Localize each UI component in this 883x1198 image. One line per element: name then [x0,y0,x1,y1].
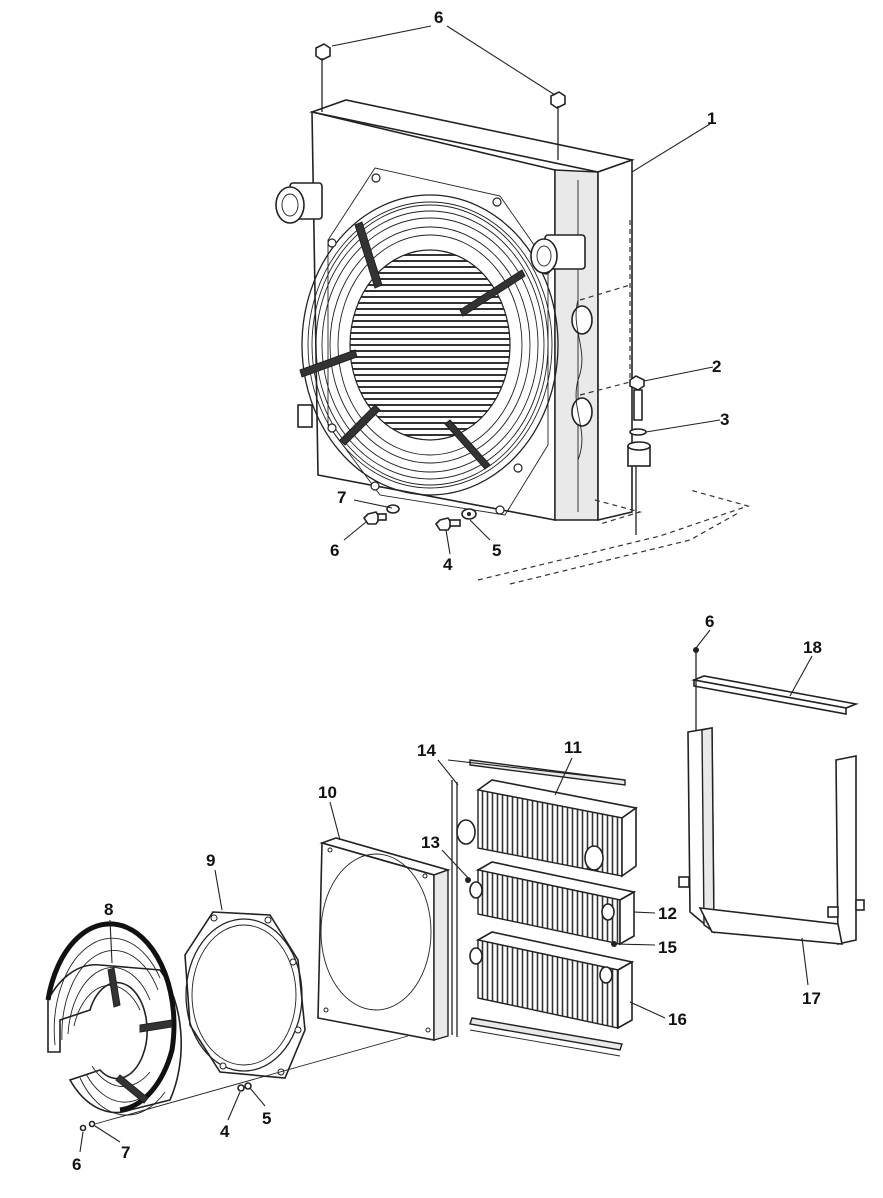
callout-5-top: 5 [492,541,501,560]
callout-4-bottom: 4 [220,1122,230,1141]
callout-18: 18 [803,638,822,657]
cooler-core-middle [465,861,637,947]
callout-4-top: 4 [443,555,453,574]
mounting-panel [317,837,451,1041]
callout-6-right: 6 [705,612,714,631]
cooler-core-lower [469,931,635,1030]
callout-16: 16 [668,1010,687,1029]
shroud-ring [184,911,306,1079]
callout-9: 9 [206,851,215,870]
callout-17: 17 [802,989,821,1008]
assembled-cooler [275,43,751,585]
callout-12: 12 [658,904,677,923]
callout-5-bottom: 5 [262,1109,271,1128]
support-frame [678,727,865,945]
callout-11: 11 [564,738,582,757]
callout-7-mid: 7 [337,488,346,507]
leader-lines-bottom [79,629,813,1153]
callout-1: 1 [707,109,716,128]
callout-6-mid: 6 [330,541,339,560]
fan-guard [45,921,182,1116]
callout-6-bottom: 6 [72,1155,81,1174]
top-bracket-plate [691,647,859,735]
callout-14: 14 [417,741,436,760]
cooler-core-upper [456,779,638,878]
leader-lines-top [331,25,721,555]
callout-2: 2 [712,357,721,376]
callout-7-bottom: 7 [121,1143,130,1162]
callout-13: 13 [421,833,440,852]
callout-6-top: 6 [434,8,443,27]
exploded-components [45,647,865,1132]
callout-3: 3 [720,410,729,429]
callout-15: 15 [658,938,677,957]
callout-8: 8 [104,900,113,919]
callout-labels: 6 1 2 3 7 6 5 4 6 18 14 11 10 13 9 8 12 … [72,8,822,1174]
callout-10: 10 [318,783,337,802]
